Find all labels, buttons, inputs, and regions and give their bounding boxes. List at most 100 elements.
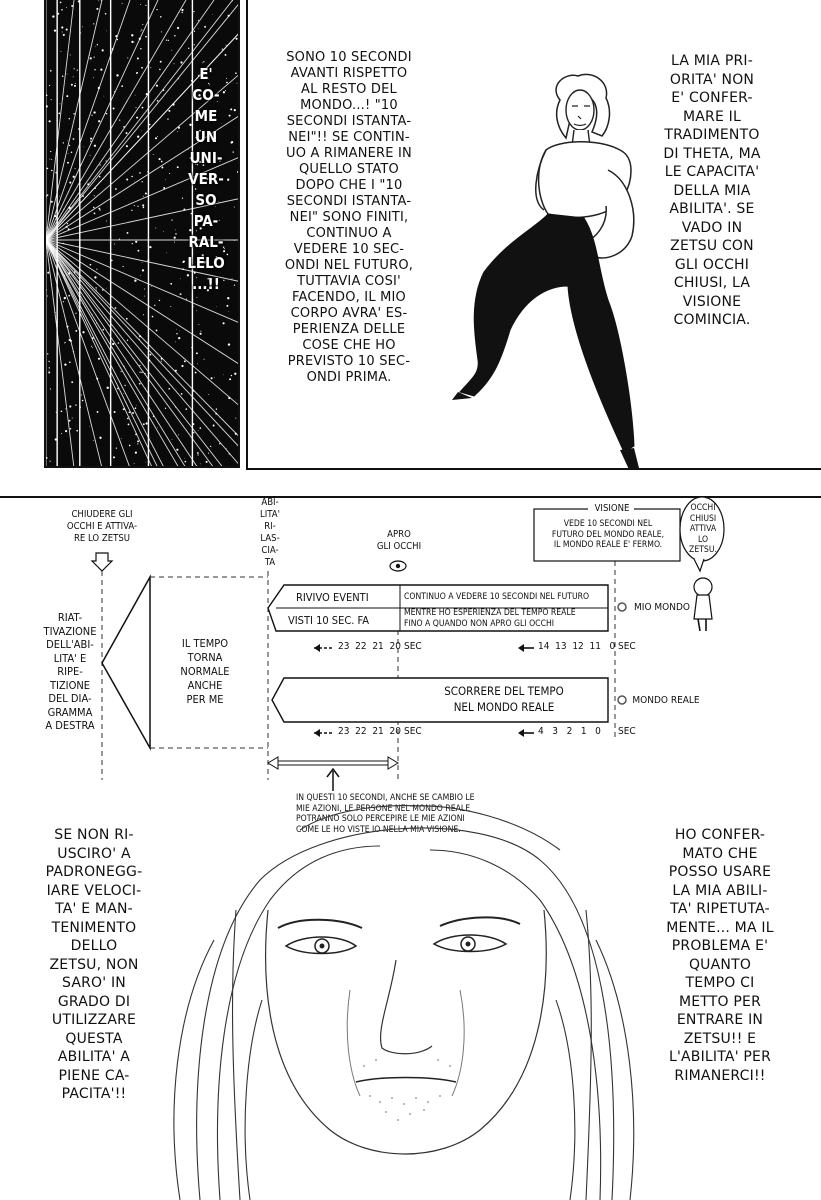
star (173, 236, 176, 239)
star (201, 159, 203, 161)
keep-seeing-label: CONTINUO A VEDERE 10 SECONDI NEL FUTURO (404, 592, 590, 602)
star (58, 112, 61, 115)
star (149, 353, 152, 356)
star (155, 84, 159, 87)
star (72, 76, 74, 78)
star (195, 277, 197, 279)
star (69, 181, 72, 184)
star (209, 84, 210, 86)
star (226, 304, 229, 307)
star (199, 463, 201, 465)
star (61, 432, 63, 435)
ability-released-label: ABI- LITA' RI- LAS- CIA- TA (260, 497, 280, 568)
star (227, 297, 230, 300)
star (195, 221, 197, 223)
star (126, 178, 129, 181)
star (232, 151, 234, 153)
star (141, 181, 143, 183)
perspective-line (46, 239, 164, 466)
star (66, 73, 68, 75)
star (197, 452, 199, 454)
star (149, 437, 151, 439)
star (98, 207, 101, 210)
star (73, 112, 75, 115)
star (70, 151, 73, 154)
star (180, 278, 181, 279)
perspective-line (46, 239, 238, 447)
star (115, 447, 118, 449)
star (142, 423, 145, 426)
star (141, 371, 143, 374)
perspective-line (46, 239, 102, 466)
perspective-line (46, 0, 131, 241)
star (231, 278, 233, 280)
star (205, 90, 207, 92)
star (175, 229, 176, 231)
star (89, 57, 92, 60)
star (75, 329, 78, 332)
star (197, 363, 199, 365)
star (215, 256, 218, 258)
my-world-label: MIO MONDO (634, 602, 690, 613)
star (224, 90, 227, 92)
star (167, 39, 169, 42)
star (141, 106, 144, 109)
star (178, 336, 181, 340)
star (66, 95, 69, 98)
star (222, 322, 225, 325)
star (140, 47, 142, 50)
star (222, 246, 225, 248)
star (147, 171, 148, 173)
star (197, 429, 199, 431)
star (221, 48, 224, 50)
star (174, 241, 176, 243)
star (122, 408, 125, 411)
star (178, 78, 180, 80)
star (206, 177, 209, 180)
star (219, 160, 221, 162)
star (237, 237, 238, 238)
star (189, 229, 192, 232)
star (149, 147, 150, 148)
star (131, 40, 134, 44)
star (63, 296, 66, 300)
relive-events-label: RIVIVO EVENTI (296, 591, 369, 604)
star (207, 277, 210, 280)
star (93, 206, 95, 209)
star (233, 284, 236, 286)
star (82, 195, 84, 197)
priority-text: LA MIA PRI- ORITA' NON E' CONFER- MARE I… (663, 53, 761, 328)
star (197, 454, 199, 456)
star (131, 209, 133, 211)
star (118, 238, 120, 240)
star (157, 136, 159, 138)
star (101, 49, 104, 52)
star (71, 417, 73, 419)
star (170, 282, 173, 285)
star (157, 427, 159, 428)
seen-10-sec-label: VISTI 10 SEC. FA (288, 614, 369, 627)
star (65, 430, 68, 433)
explanation-text: SONO 10 SECONDI AVANTI RISPETTO AL RESTO… (284, 50, 414, 385)
perspective-line (46, 0, 234, 241)
star (96, 268, 98, 270)
perspective-line (46, 4, 238, 241)
star (81, 26, 83, 28)
star (155, 329, 158, 332)
star (225, 447, 227, 449)
perspective-line (46, 239, 152, 466)
star (199, 427, 202, 429)
star (225, 78, 227, 79)
star (215, 305, 217, 307)
star (158, 299, 161, 302)
star (96, 44, 99, 46)
star (238, 304, 240, 306)
star (62, 142, 64, 144)
star (106, 220, 108, 222)
star (68, 419, 71, 422)
star (185, 408, 188, 410)
star (142, 23, 144, 25)
star (74, 82, 76, 84)
star (181, 8, 184, 12)
star (145, 462, 147, 463)
